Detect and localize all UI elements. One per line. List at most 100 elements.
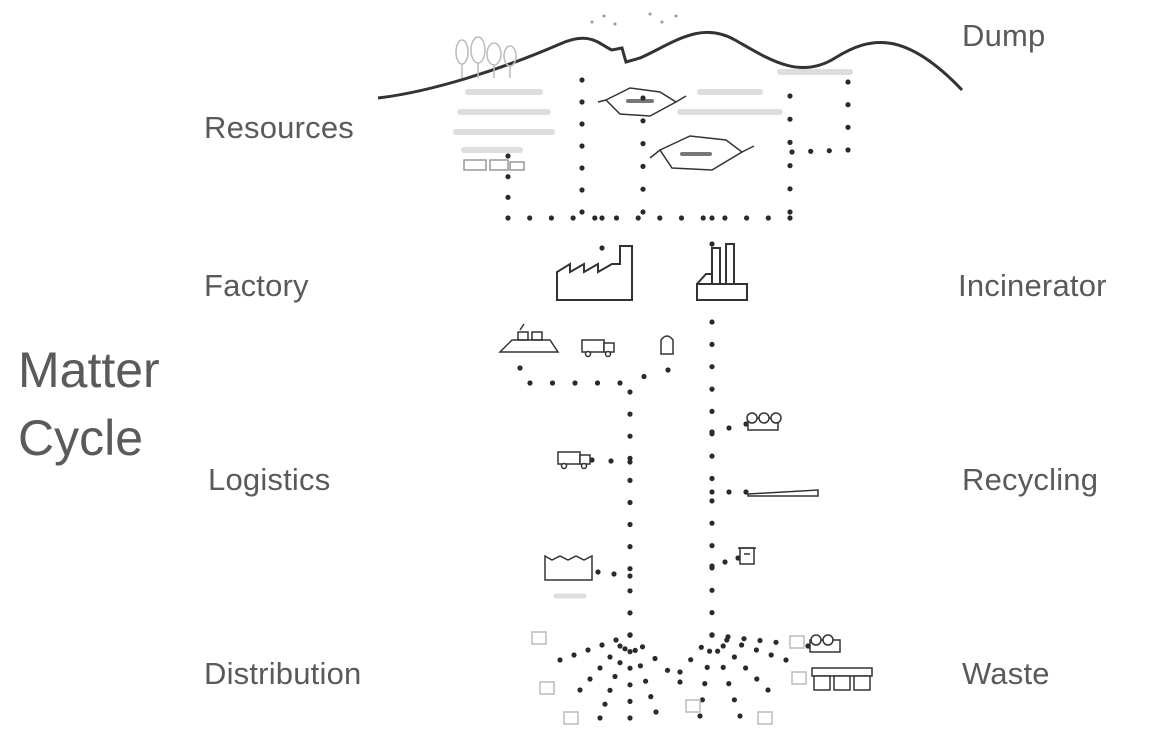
- path-dot: [597, 715, 603, 721]
- path-dot: [789, 149, 795, 155]
- path-dot: [627, 455, 633, 461]
- path-dot: [726, 489, 732, 495]
- path-dot: [627, 411, 633, 417]
- path-dot: [757, 637, 763, 644]
- path-dot: [640, 95, 646, 101]
- path-dot: [627, 477, 633, 483]
- path-dot: [627, 566, 633, 572]
- path-dot: [704, 664, 710, 671]
- path-dot: [677, 669, 683, 675]
- path-dot: [627, 389, 633, 395]
- path-dot: [640, 141, 646, 147]
- label-resources: Resources: [204, 110, 354, 145]
- path-dot: [627, 649, 633, 655]
- path-dot: [707, 648, 713, 654]
- path-dot: [722, 559, 728, 565]
- path-dot: [505, 194, 511, 200]
- ground-line: [377, 30, 964, 100]
- label-distribution: Distribution: [204, 656, 362, 691]
- path-dot: [627, 459, 633, 465]
- incinerator-icon: [696, 243, 748, 301]
- path-dot: [709, 498, 715, 504]
- label-waste: Waste: [962, 656, 1050, 691]
- path-dot: [527, 215, 533, 221]
- path-dot: [637, 663, 644, 669]
- path-dot: [709, 563, 715, 569]
- path-dot: [617, 643, 623, 649]
- garbage-truck-icon: [809, 634, 841, 653]
- path-dot: [753, 647, 760, 653]
- path-dot: [726, 425, 732, 431]
- path-dot: [808, 148, 814, 154]
- path-dot: [722, 215, 728, 221]
- path-dot: [720, 664, 726, 671]
- path-dot: [594, 380, 601, 386]
- path-dot: [599, 245, 605, 251]
- path-dot: [602, 701, 608, 707]
- path-dot: [627, 544, 633, 550]
- path-dot: [627, 433, 633, 439]
- path-dot: [627, 665, 633, 671]
- path-dot: [709, 543, 715, 549]
- path-dot: [787, 116, 793, 122]
- path-dot: [632, 647, 638, 654]
- path-dot: [579, 209, 585, 215]
- path-dot: [697, 713, 703, 719]
- recycling-bin-icon: [738, 547, 756, 565]
- label-dump: Dump: [962, 18, 1046, 53]
- path-dot: [643, 678, 649, 684]
- path-dot: [608, 458, 614, 464]
- debris-icon: [590, 12, 678, 26]
- path-dot: [577, 687, 583, 693]
- path-dot: [627, 521, 633, 528]
- waste-containers-icon: [811, 667, 873, 691]
- path-dot: [627, 499, 633, 506]
- path-dot: [787, 139, 793, 145]
- path-dot: [709, 632, 715, 638]
- conveyor-icon: [747, 489, 819, 497]
- recycling-truck-icon: [746, 412, 782, 431]
- path-dot: [579, 121, 585, 127]
- path-dot: [548, 215, 555, 221]
- path-dot: [787, 186, 793, 192]
- path-dot: [677, 679, 683, 685]
- distribution-waste-branches: [557, 632, 811, 721]
- path-dot: [709, 408, 715, 414]
- path-dot: [640, 209, 646, 215]
- path-dot: [709, 429, 715, 435]
- path-dot: [579, 143, 585, 149]
- path-dot: [585, 647, 591, 653]
- path-dot: [765, 215, 771, 221]
- path-dot: [627, 610, 633, 616]
- path-dot: [652, 655, 658, 662]
- path-dot: [617, 660, 623, 666]
- ore-deposit-icon: [597, 87, 755, 171]
- path-dot: [505, 174, 511, 180]
- path-dot: [597, 665, 603, 671]
- path-dot: [627, 632, 633, 638]
- path-dot: [592, 215, 598, 221]
- path-dot: [754, 676, 760, 682]
- storage-tank-icon: [660, 335, 674, 355]
- path-dot: [709, 610, 715, 616]
- path-dot: [698, 644, 704, 650]
- path-dot: [648, 694, 654, 700]
- path-dot: [570, 215, 576, 221]
- diagram-title-line2: Cycle: [18, 410, 144, 466]
- path-dot: [505, 153, 511, 159]
- path-dot: [709, 453, 715, 459]
- cargo-ship-icon: [498, 323, 560, 353]
- path-dot: [678, 215, 685, 221]
- delivery-truck-icon: [557, 451, 591, 470]
- path-dot: [640, 163, 646, 169]
- path-dot: [787, 93, 793, 99]
- factory-icon: [556, 245, 633, 301]
- path-dot: [826, 148, 832, 154]
- path-dot: [768, 652, 774, 658]
- mining-equipment-icon: [463, 159, 525, 171]
- path-dot: [607, 687, 613, 693]
- path-dot: [549, 380, 556, 386]
- warehouse-icon: [544, 554, 593, 581]
- path-dot: [627, 682, 633, 688]
